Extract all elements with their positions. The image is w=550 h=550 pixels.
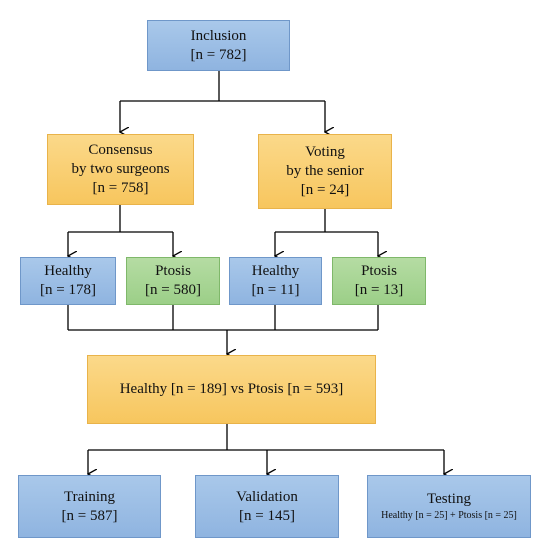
training-box: Training [n = 587] — [18, 475, 161, 538]
voting-ptosis-box: Ptosis [n = 13] — [332, 257, 426, 305]
training-count: [n = 587] — [61, 507, 118, 524]
testing-label: Testing — [427, 491, 471, 507]
voting-line2: by the senior — [286, 163, 364, 179]
consensus-box: Consensus by two surgeons [n = 758] — [47, 134, 194, 205]
validation-box: Validation [n = 145] — [195, 475, 339, 538]
inclusion-box: Inclusion [n = 782] — [147, 20, 290, 71]
voting-box: Voting by the senior [n = 24] — [258, 134, 392, 209]
voting-healthy-box: Healthy [n = 11] — [229, 257, 322, 305]
voting-ptosis-label: Ptosis — [361, 263, 397, 279]
testing-box: Testing Healthy [n = 25] + Ptosis [n = 2… — [367, 475, 531, 538]
voting-healthy-label: Healthy — [251, 263, 300, 279]
summary-text: Healthy [n = 189] vs Ptosis [n = 593] — [119, 381, 344, 397]
voting-count: [n = 24] — [300, 182, 350, 198]
consensus-line2: by two surgeons — [71, 161, 170, 177]
voting-line1: Voting — [305, 144, 345, 160]
validation-label: Validation — [236, 488, 298, 505]
consensus-count: [n = 758] — [92, 180, 149, 196]
consensus-healthy-box: Healthy [n = 178] — [20, 257, 116, 305]
testing-detail: Healthy [n = 25] + Ptosis [n = 25] — [381, 510, 517, 521]
voting-healthy-count: [n = 11] — [251, 282, 300, 298]
summary-box: Healthy [n = 189] vs Ptosis [n = 593] — [87, 355, 376, 424]
consensus-ptosis-label: Ptosis — [155, 263, 191, 279]
voting-ptosis-count: [n = 13] — [354, 282, 404, 298]
consensus-ptosis-box: Ptosis [n = 580] — [126, 257, 220, 305]
inclusion-title: Inclusion — [190, 27, 247, 44]
consensus-healthy-count: [n = 178] — [40, 282, 96, 298]
consensus-line1: Consensus — [88, 142, 153, 158]
consensus-ptosis-count: [n = 580] — [145, 282, 201, 298]
validation-count: [n = 145] — [239, 507, 295, 524]
consensus-healthy-label: Healthy — [44, 263, 92, 279]
inclusion-count: [n = 782] — [190, 46, 247, 63]
training-label: Training — [63, 488, 116, 505]
